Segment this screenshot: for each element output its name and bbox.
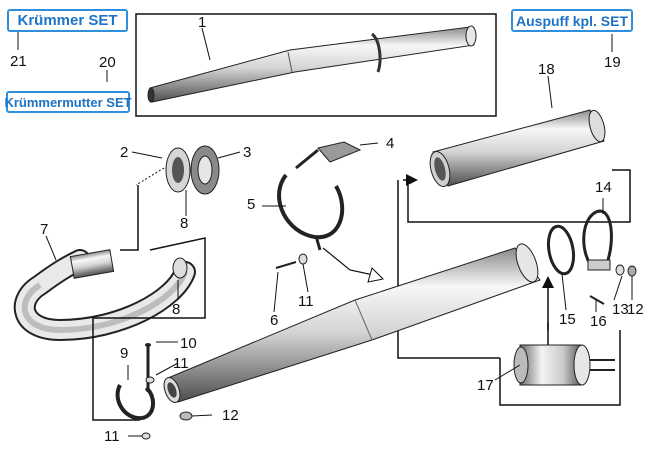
muffler-assembled-drawing (147, 25, 477, 103)
callout-11-upper: 11 (173, 355, 189, 372)
callout-18: 18 (538, 61, 555, 78)
end-clamp-drawing (582, 209, 613, 271)
callout-4: 4 (386, 135, 395, 152)
sealing-ring-drawing (546, 224, 576, 276)
manifold-bracket-lines (92, 185, 206, 421)
callout-11-bottom: 11 (104, 428, 120, 445)
end-tube-bracket-lines (397, 169, 631, 406)
callout-10: 10 (180, 335, 197, 352)
main-muffler-drawing (163, 243, 541, 403)
callout-12-bottom: 12 (222, 407, 239, 424)
silencer-insert-drawing (513, 322, 615, 386)
callout-17: 17 (477, 377, 494, 394)
mounting-clamp-drawing (115, 343, 193, 440)
callout-6: 6 (270, 312, 279, 329)
kruemmer-set-box: Krümmer SET (7, 9, 128, 32)
callout-9: 9 (120, 345, 129, 362)
callout-16: 16 (590, 313, 607, 330)
clamp-arrow (322, 247, 385, 283)
callout-11-mid: 11 (298, 293, 314, 310)
callout-2: 2 (120, 144, 129, 161)
callout-1: 1 (198, 14, 207, 31)
manifold-sleeve-drawing (69, 249, 115, 279)
kruemmermutter-set-box: Krümmermutter SET (4, 91, 132, 113)
auspuff-set-box: Auspuff kpl. SET (511, 9, 633, 32)
callout-8-bottom: 8 (172, 301, 181, 318)
manifold-pipe-drawing (13, 249, 196, 342)
callout-8-top: 8 (180, 215, 189, 232)
clamp-band-drawing (277, 141, 362, 251)
set-number-21: 21 (10, 53, 27, 70)
screw-washer-mid-drawing (275, 253, 308, 269)
callout-15: 15 (559, 311, 576, 328)
callout-7: 7 (40, 221, 49, 238)
leader-lines (17, 27, 633, 437)
callout-14: 14 (595, 179, 612, 196)
muffler-assembled-frame (135, 13, 497, 117)
set-number-20: 20 (99, 54, 116, 71)
flange-nut-drawing (135, 145, 220, 195)
end-tube-drawing (429, 109, 606, 188)
callout-3: 3 (243, 144, 252, 161)
callout-12-right: 12 (627, 301, 644, 318)
callout-5: 5 (247, 196, 256, 213)
set-number-19: 19 (604, 54, 621, 71)
washers-right-drawing (589, 264, 637, 305)
callout-13: 13 (612, 301, 629, 318)
